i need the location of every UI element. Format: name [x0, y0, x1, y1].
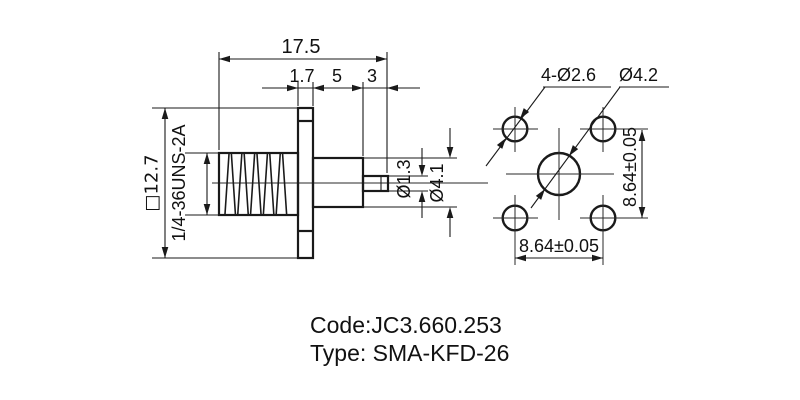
dim-chain-1_7-5-3: 1.7 5 3 — [262, 66, 420, 156]
side-view: 17.5 1.7 5 3 □12.7 — [142, 36, 488, 260]
dim-pin-length-label: 3 — [367, 66, 377, 86]
dim-pin-dia-label: Ø1.3 — [394, 159, 414, 198]
dim-hole-spacing-vertical: 8.64±0.05 — [620, 127, 646, 218]
front-view: 4-Ø2.6 Ø4.2 8.64±0.05 8.64±0.05 — [485, 65, 669, 265]
dim-spacing-h-label: 8.64±0.05 — [519, 236, 599, 256]
dim-pin-diameter: Ø1.3 — [389, 148, 428, 218]
dim-spacing-v-label: 8.64±0.05 — [620, 127, 640, 207]
dim-hole-spacing-horizontal: 8.64±0.05 — [515, 236, 603, 262]
contact-pin — [361, 174, 390, 193]
dim-flange-square: □12.7 — [142, 107, 297, 259]
dim-total-length: 17.5 — [218, 36, 388, 173]
dim-shaft-dia-label: Ø4.1 — [427, 163, 447, 202]
dim-shaft-diameter: Ø4.1 — [364, 128, 457, 237]
leader-mount-holes: 4-Ø2.6 — [485, 65, 611, 167]
connector-body-outline — [217, 106, 390, 260]
thread-spec-label: 1/4-36UNS-2A — [169, 124, 189, 241]
thread-hatching — [224, 153, 288, 215]
leader-center-hole: Ø4.2 — [530, 65, 669, 209]
part-code-text: Code:JC3.660.253 — [310, 312, 502, 338]
title-block: Code:JC3.660.253 Type: SMA-KFD-26 — [310, 312, 509, 366]
dim-thread-spec: 1/4-36UNS-2A — [169, 124, 219, 242]
dim-total-length-label: 17.5 — [282, 36, 321, 58]
dim-flange-square-label: □12.7 — [142, 154, 163, 211]
dim-center-hole-label: Ø4.2 — [619, 65, 658, 85]
dim-mount-holes-label: 4-Ø2.6 — [541, 65, 596, 85]
hole-crosshairs — [493, 107, 648, 265]
dim-flange-thickness-label: 1.7 — [289, 66, 314, 86]
dim-shaft-length-label: 5 — [332, 66, 342, 86]
part-type-text: Type: SMA-KFD-26 — [310, 340, 509, 366]
